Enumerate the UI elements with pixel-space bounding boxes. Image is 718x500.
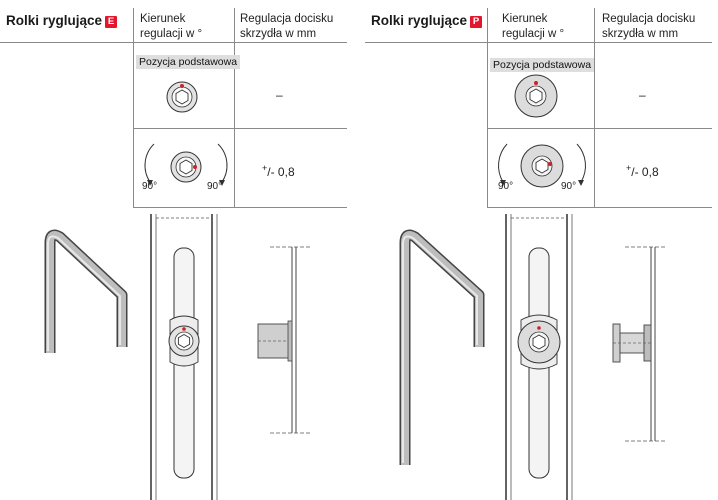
roller-base-position-icon [166, 81, 198, 113]
title-text: Rolki ryglujące [6, 13, 103, 28]
base-position-label: Pozycja podstawowa [136, 55, 241, 69]
handle-drawing [399, 229, 485, 465]
pressure-value-base: – [276, 88, 283, 102]
degree-left-label: 90° [498, 181, 514, 192]
table-row-rule [487, 128, 712, 129]
col-header-direction-line2: regulacji w ° [140, 28, 203, 40]
title-text: Rolki ryglujące [371, 13, 468, 28]
col-header-pressure: Regulacja docisku skrzydła w mm [240, 12, 333, 42]
roller-side-view [257, 246, 310, 434]
col-header-direction: Kierunek regulacji w ° [140, 12, 202, 42]
col-header-direction-line2: regulacji w ° [502, 28, 565, 40]
roller-base-position-icon [514, 74, 558, 118]
degree-left-label: 90° [142, 181, 158, 192]
locking-bar-drawing [150, 214, 218, 500]
table-col-divider [234, 8, 235, 208]
table-row-rule [133, 128, 347, 129]
degree-right-label: 90° [561, 181, 577, 192]
table-col-divider [487, 8, 488, 208]
col-header-pressure-line2: skrzydła w mm [602, 28, 679, 40]
plus-sign: + [262, 163, 268, 173]
pressure-value-text: /- 0,8 [631, 165, 659, 179]
col-header-pressure-line2: skrzydła w mm [240, 28, 317, 40]
roller-side-view [612, 246, 665, 442]
pressure-value-text: /- 0,8 [267, 165, 295, 179]
pressure-value-adjust: +/- 0,8 [626, 163, 659, 179]
table-bottom-rule [487, 207, 712, 208]
col-header-direction: Kierunek regulacji w ° [502, 12, 564, 42]
table-header-rule [0, 42, 347, 43]
col-header-direction-line1: Kierunek [140, 13, 186, 25]
variant-badge-e: E [105, 16, 118, 28]
roller-adjustment-icon [498, 143, 586, 188]
plus-sign: + [626, 163, 632, 173]
roller-adjustment-icon [144, 143, 228, 186]
table-col-divider [594, 8, 595, 208]
degree-right-label: 90° [207, 181, 223, 192]
col-header-pressure-line1: Regulacja docisku [602, 13, 696, 25]
col-header-pressure-line1: Regulacja docisku [240, 13, 334, 25]
handle-drawing [44, 229, 128, 353]
table-bottom-rule [133, 207, 347, 208]
col-header-pressure: Regulacja docisku skrzydła w mm [602, 12, 695, 42]
base-position-label: Pozycja podstawowa [490, 58, 595, 72]
pressure-value-adjust: +/- 0,8 [262, 163, 295, 179]
table-col-divider [133, 8, 134, 208]
col-header-direction-line1: Kierunek [502, 13, 548, 25]
table-header-rule [365, 42, 712, 43]
locking-bar-drawing [505, 214, 573, 500]
variant-badge-p: P [470, 16, 483, 28]
pressure-value-base: – [639, 88, 646, 102]
